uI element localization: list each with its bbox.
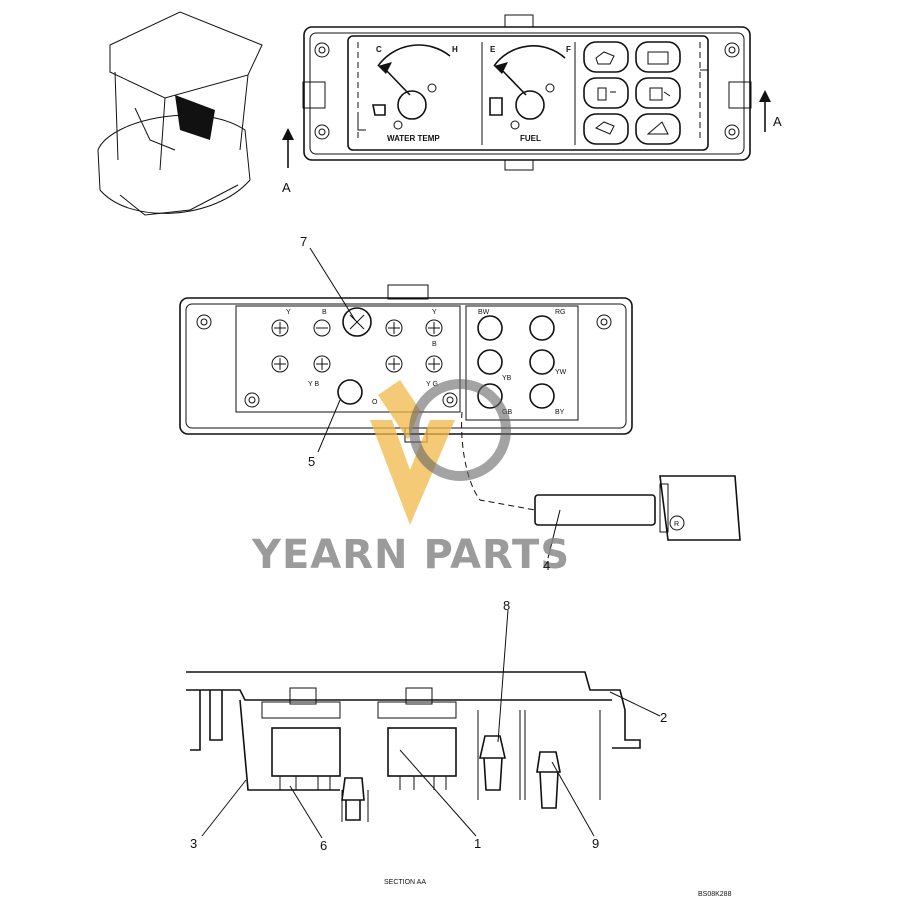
callouts: 7 5 4 8 2 3 6 1 9 <box>190 234 667 853</box>
replacement-bulb-part-4: R <box>461 411 741 559</box>
registered-mark: R <box>674 521 679 528</box>
callout-8: 8 <box>503 598 510 613</box>
hydraulic-oil-lamp-icon <box>635 113 681 145</box>
battery-charge-lamp-icon <box>635 41 681 73</box>
fuel-empty-label: E <box>490 45 496 54</box>
section-caption: SECTION AA <box>384 879 426 886</box>
cab-isometric-sketch <box>97 11 263 216</box>
water-temp-low-label: C <box>376 45 382 54</box>
wire-code: B <box>322 309 327 316</box>
bulb-sockets <box>337 315 555 409</box>
wire-code: Y <box>286 309 291 316</box>
wire-code: YW <box>555 369 567 376</box>
wire-code: Y B <box>308 381 319 388</box>
fuel-full-label: F <box>566 45 571 54</box>
drawing-code: BS08K288 <box>698 891 732 898</box>
switch-body-left <box>271 727 341 777</box>
callout-2: 2 <box>660 710 667 725</box>
watermark-text: YEARN PARTS <box>251 532 570 578</box>
callout-3: 3 <box>190 836 197 851</box>
wire-code: B <box>432 341 437 348</box>
instrument-panel-front: C H WATER TEMP E F FUEL <box>302 14 752 171</box>
callout-9: 9 <box>592 836 599 851</box>
air-filter-lamp-icon <box>583 113 629 145</box>
section-arrow-left: A <box>282 128 294 195</box>
water-temp-lamp-icon <box>583 77 629 109</box>
wire-code: Y G <box>426 381 438 388</box>
fuel-lamp-icon <box>635 77 681 109</box>
switch-body-right-part-1 <box>387 727 457 777</box>
section-aa-view <box>186 671 641 822</box>
section-label-left: A <box>282 180 291 195</box>
wire-code: RG <box>555 309 566 316</box>
callout-4: 4 <box>543 558 550 573</box>
callout-7: 7 <box>300 234 307 249</box>
fuel-label: FUEL <box>520 134 541 143</box>
section-arrow-right: A <box>759 90 782 132</box>
wire-code: O <box>372 399 378 406</box>
callout-6: 6 <box>320 838 327 853</box>
screw-terminals <box>271 319 443 373</box>
warning-lamp-grid <box>583 41 681 145</box>
callout-1: 1 <box>474 836 481 851</box>
oil-pressure-lamp-icon <box>583 41 629 73</box>
water-temp-label: WATER TEMP <box>387 134 440 143</box>
callout-5: 5 <box>308 454 315 469</box>
yearn-parts-watermark: YEARN PARTS <box>251 379 570 578</box>
water-temp-high-label: H <box>452 45 458 54</box>
wire-code: YB <box>502 375 512 382</box>
wire-code: BY <box>555 409 565 416</box>
section-label-right: A <box>773 114 782 129</box>
wire-code: BW <box>478 309 490 316</box>
wire-code: Y <box>432 309 437 316</box>
